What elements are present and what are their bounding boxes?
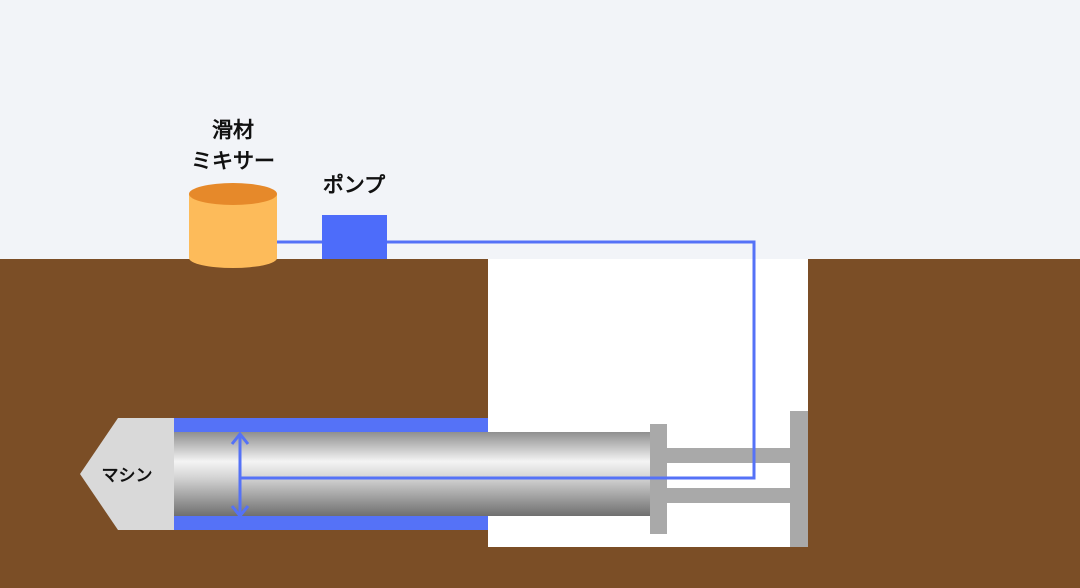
mixer-label-line2: ミキサー xyxy=(191,149,275,173)
lubricant-supply-line xyxy=(240,240,756,480)
mixer-top xyxy=(189,183,277,205)
injection-arrow-up-head xyxy=(230,431,250,445)
lubricant-layer-bottom xyxy=(174,516,488,530)
mixer-label-line1: 滑材 xyxy=(212,118,254,142)
jacked-pipe xyxy=(174,432,652,516)
pump-box xyxy=(322,215,387,259)
machine-head xyxy=(80,418,174,530)
jack-rod-lower xyxy=(667,488,790,503)
mixer-body xyxy=(189,194,277,268)
injection-arrow-down-head xyxy=(230,505,250,519)
lubricant-layer-top xyxy=(174,418,488,432)
mixer-label: 滑材 ミキサー xyxy=(170,115,296,177)
pump-label: ポンプ xyxy=(322,173,386,197)
reaction-wall xyxy=(790,411,808,547)
machine-label: マシン xyxy=(101,466,153,486)
jack-rod-upper xyxy=(667,448,790,463)
